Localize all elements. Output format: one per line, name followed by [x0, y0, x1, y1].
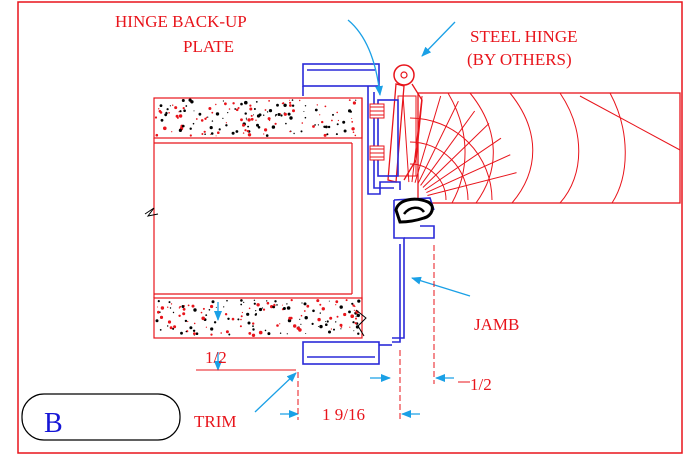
drawing-border — [17, 1, 683, 454]
dim-left-value: 1/2 — [205, 348, 227, 367]
upper-concrete-band — [153, 97, 363, 139]
detail-bubble — [21, 393, 181, 441]
jamb-frame — [302, 63, 435, 365]
steel-hinge — [387, 64, 423, 183]
detail-marker: B — [21, 393, 181, 441]
label-hinge-backup-line1: HINGE BACK-UP — [115, 12, 247, 31]
hinge-screws — [369, 103, 385, 161]
concrete-stipple-bottom — [155, 299, 361, 337]
dim-bottom-value: 1 9/16 — [322, 405, 365, 424]
annotation-labels: HINGE BACK-UP PLATE STEEL HINGE (BY OTHE… — [115, 12, 578, 431]
dimension-lines — [196, 245, 435, 420]
wall-section — [144, 97, 367, 339]
label-hinge-backup-line2: PLATE — [183, 37, 234, 56]
door-seal — [394, 197, 434, 224]
leader-steel-hinge — [421, 21, 456, 57]
detail-id: B — [44, 408, 63, 439]
door-leaf — [402, 92, 681, 204]
label-jamb: JAMB — [474, 315, 519, 334]
dim-right-value: 1/2 — [470, 375, 492, 394]
leader-jamb — [411, 276, 471, 297]
concrete-stipple-top — [154, 98, 357, 137]
label-steel-hinge-line2: (BY OTHERS) — [467, 50, 572, 69]
leader-trim — [254, 372, 297, 413]
label-steel-hinge-line1: STEEL HINGE — [470, 27, 578, 46]
leader-hinge-backup — [347, 19, 383, 96]
wall-break-mark — [144, 207, 159, 217]
leader-lines — [214, 19, 471, 418]
label-trim: TRIM — [194, 412, 237, 431]
